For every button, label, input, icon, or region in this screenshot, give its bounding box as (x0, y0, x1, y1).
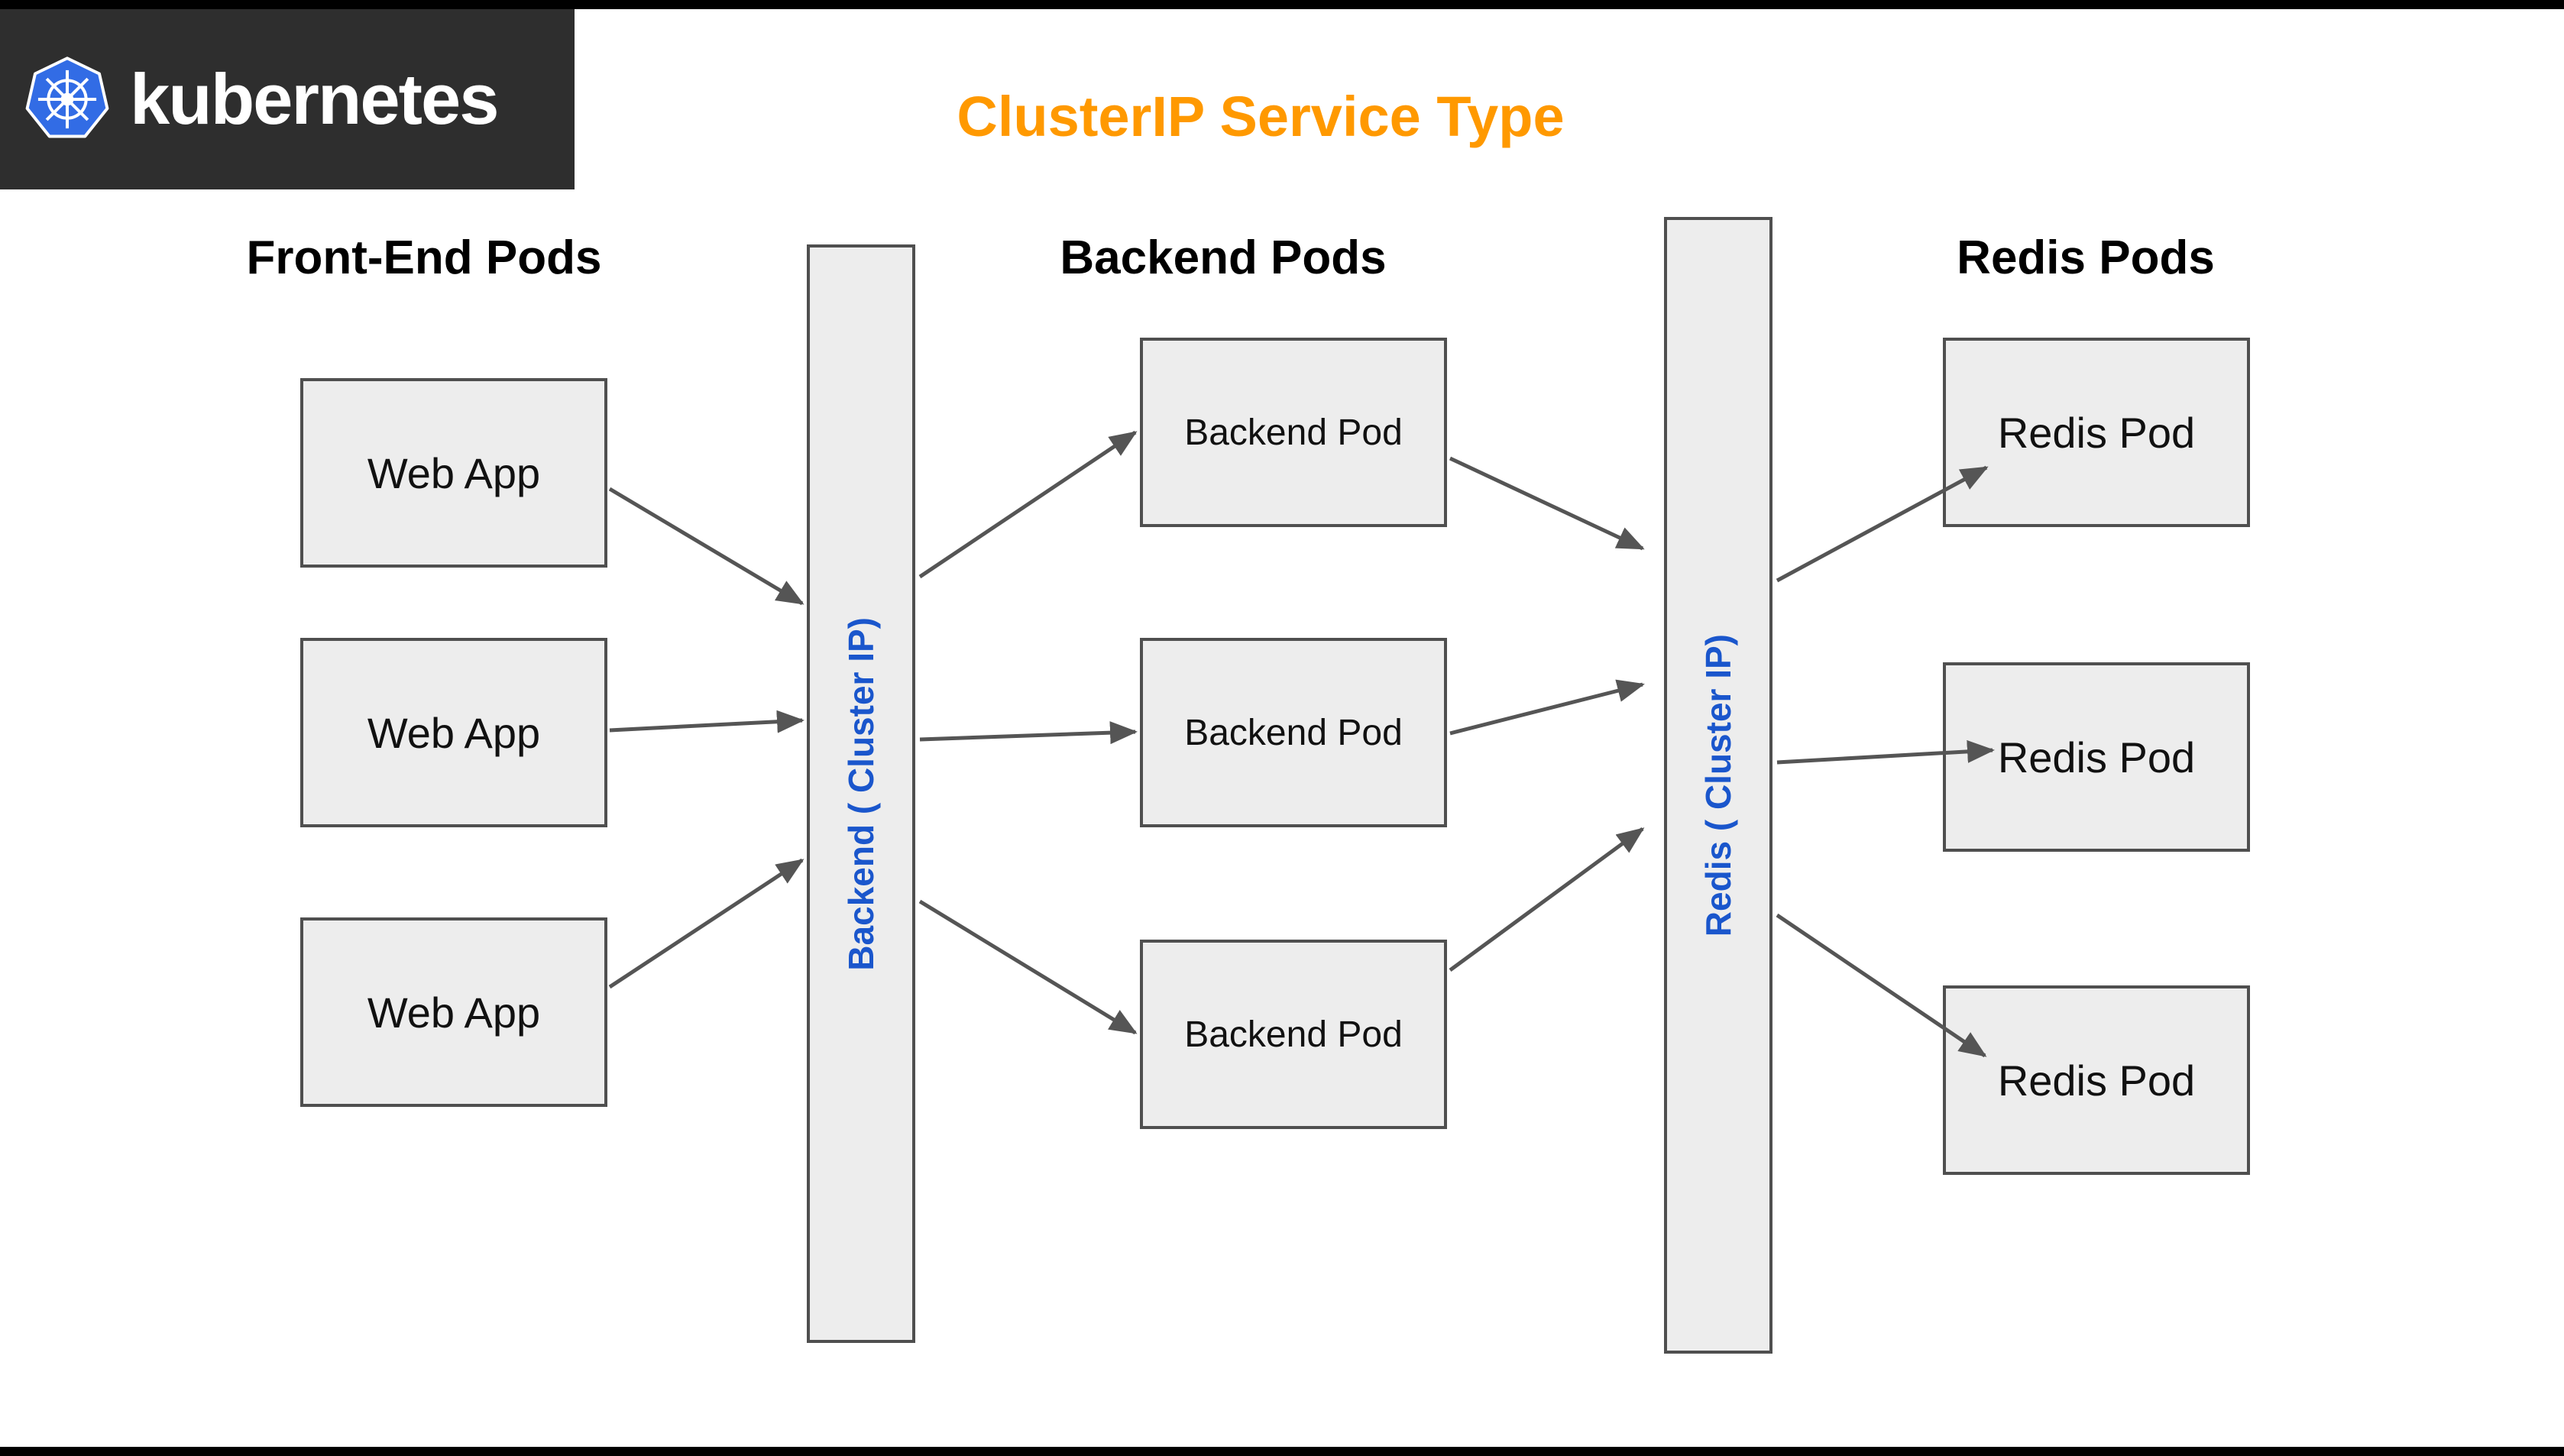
redis-pod-node-3: Redis Pod (1943, 985, 2250, 1175)
kubernetes-logo-icon (25, 57, 109, 138)
backend-pod-node-3: Backend Pod (1140, 940, 1447, 1129)
webapp-pod-node-2: Web App (300, 638, 607, 827)
webapp-pod-label: Web App (367, 448, 541, 497)
redis-pod-node-1: Redis Pod (1943, 338, 2250, 527)
redis-clusterip-service-bar: Redis ( Cluster IP) (1664, 217, 1772, 1354)
column-header-frontend: Front-End Pods (246, 231, 602, 284)
redis-pod-label: Redis Pod (1997, 408, 2196, 457)
backend-clusterip-service-bar: Backend ( Cluster IP) (807, 244, 915, 1343)
backend-pod-label: Backend Pod (1184, 1014, 1403, 1055)
column-header-backend: Backend Pods (1060, 231, 1387, 284)
backend-pod-label: Backend Pod (1184, 412, 1403, 453)
arrow-backend-service-to-pod1 (918, 430, 1138, 579)
redis-pod-label: Redis Pod (1997, 733, 2196, 781)
backend-pod-node-1: Backend Pod (1140, 338, 1447, 527)
arrow-backendpod1-to-redis-service (1449, 456, 1645, 551)
webapp-pod-label: Web App (367, 988, 541, 1037)
page-title: ClusterIP Service Type (957, 85, 1565, 148)
arrow-webapp1-to-backend-service (608, 487, 804, 606)
backend-pod-node-2: Backend Pod (1140, 638, 1447, 827)
redis-clusterip-service-label: Redis ( Cluster IP) (1698, 633, 1738, 937)
arrow-backendpod3-to-redis-service (1449, 827, 1645, 972)
webapp-pod-node-3: Web App (300, 917, 607, 1107)
top-border-strip (0, 0, 2564, 9)
arrow-webapp3-to-backend-service (608, 858, 804, 989)
webapp-pod-label: Web App (367, 708, 541, 757)
kubernetes-brand-panel: kubernetes (0, 9, 575, 189)
redis-pod-label: Redis Pod (1997, 1056, 2196, 1105)
arrow-backendpod2-to-redis-service (1449, 679, 1645, 736)
redis-pod-node-2: Redis Pod (1943, 662, 2250, 852)
backend-pod-label: Backend Pod (1184, 712, 1403, 753)
arrow-webapp2-to-backend-service (609, 710, 804, 733)
webapp-pod-node-1: Web App (300, 378, 607, 568)
bottom-border-strip (0, 1447, 2564, 1456)
arrow-backend-service-to-pod3 (918, 899, 1138, 1035)
backend-clusterip-service-label: Backend ( Cluster IP) (841, 616, 881, 971)
arrow-backend-service-to-pod2 (919, 721, 1138, 745)
column-header-redis: Redis Pods (1957, 231, 2215, 284)
kubernetes-wordmark: kubernetes (130, 59, 500, 139)
